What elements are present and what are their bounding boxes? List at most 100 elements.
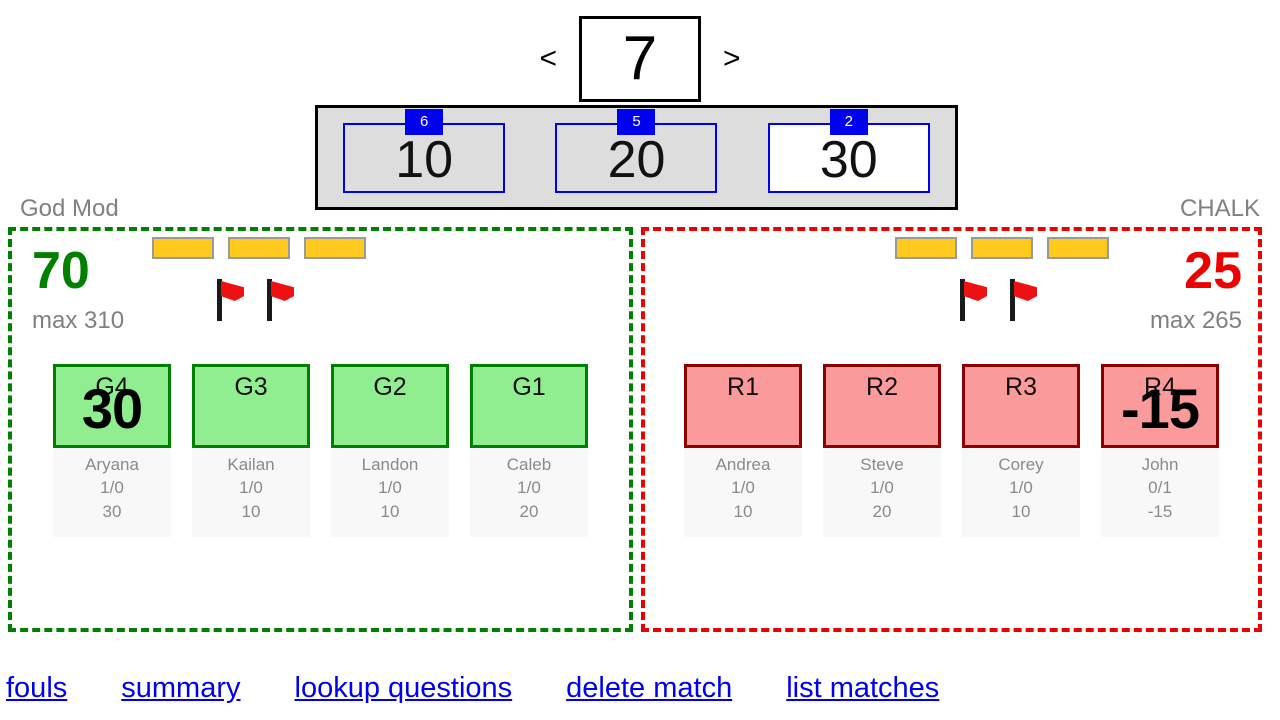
player-record: 1/0 xyxy=(870,478,894,498)
player-info: Caleb 1/0 20 xyxy=(470,448,588,538)
team-max-right: max 265 xyxy=(1149,307,1242,334)
player-name: Caleb xyxy=(506,455,552,474)
value-option-count-badge: 6 xyxy=(405,108,444,135)
player-slot-label: G4 xyxy=(95,373,129,401)
red-flag-icon xyxy=(264,279,296,321)
link-list-matches[interactable]: list matches xyxy=(786,672,940,704)
link-summary[interactable]: summary xyxy=(121,672,241,704)
player-points: 20 xyxy=(872,501,892,521)
player-slot-label: G1 xyxy=(512,373,546,401)
round-number-box[interactable]: 7 xyxy=(579,16,701,102)
penalty-markers-right xyxy=(895,237,1155,337)
red-flags-right xyxy=(957,279,1155,321)
player-points: 10 xyxy=(380,501,400,521)
yellow-card-icon xyxy=(1047,237,1109,259)
player-record: 1/0 xyxy=(1009,478,1033,498)
player-slot-label: R3 xyxy=(1005,373,1037,401)
player-info: Corey 1/0 10 xyxy=(962,448,1080,538)
value-option-label: 30 xyxy=(819,130,878,189)
player-slot-label: R4 xyxy=(1144,373,1176,401)
player-slot-button-R4[interactable]: R4-15 xyxy=(1101,364,1219,448)
player-slot-button-R3[interactable]: R3 xyxy=(962,364,1080,448)
player-record: 1/0 xyxy=(517,478,541,498)
player-slot-label: R2 xyxy=(866,373,898,401)
player-record: 1/0 xyxy=(100,478,124,498)
next-round-button[interactable]: > xyxy=(723,42,741,75)
player-name: Corey xyxy=(998,455,1044,474)
yellow-card-icon xyxy=(971,237,1033,259)
red-flag-icon xyxy=(1007,279,1039,321)
player-slot-button-G2[interactable]: G2 xyxy=(331,364,449,448)
player-points: 30 xyxy=(102,501,122,521)
yellow-card-icon xyxy=(895,237,957,259)
player-name: Kailan xyxy=(227,455,275,474)
red-flag-icon xyxy=(214,279,246,321)
bottom-links: fouls summary lookup questions delete match… xyxy=(0,672,1280,705)
value-option-count-badge: 2 xyxy=(829,108,868,135)
player-slot-button-G3[interactable]: G3 xyxy=(192,364,310,448)
team-name-right: CHALK xyxy=(1179,195,1260,222)
player-name: Landon xyxy=(361,455,419,474)
previous-round-button[interactable]: < xyxy=(539,42,557,75)
player-slot-label: R1 xyxy=(727,373,759,401)
player-overlay-score: 30 xyxy=(81,377,143,440)
team-name-left: God Mod xyxy=(20,195,119,222)
player-slot-label: G2 xyxy=(373,373,407,401)
value-option-label: 20 xyxy=(607,130,666,189)
player-info: Aryana 1/0 30 xyxy=(53,448,171,538)
player-slot-button-R1[interactable]: R1 xyxy=(684,364,802,448)
round-number: 7 xyxy=(622,24,658,93)
link-fouls[interactable]: fouls xyxy=(6,672,68,704)
team-score-right: 25 xyxy=(1184,242,1242,300)
player-name: Steve xyxy=(860,455,904,474)
player-points: 10 xyxy=(241,501,261,521)
player-slot-label: G3 xyxy=(234,373,268,401)
link-delete-match[interactable]: delete match xyxy=(566,672,733,704)
player-record: 1/0 xyxy=(378,478,402,498)
yellow-card-icon xyxy=(228,237,290,259)
team-max-left: max 310 xyxy=(32,307,125,334)
player-name: John xyxy=(1141,455,1179,474)
penalty-markers-left xyxy=(152,237,412,337)
team-score-left: 70 xyxy=(32,242,90,300)
player-overlay-score: -15 xyxy=(1121,377,1200,440)
player-points: 10 xyxy=(733,501,753,521)
link-lookup-questions[interactable]: lookup questions xyxy=(294,672,513,704)
player-points: 10 xyxy=(1011,501,1031,521)
round-stepper: < 7 > xyxy=(0,14,1280,104)
player-record: 0/1 xyxy=(1148,478,1172,498)
yellow-cards-right xyxy=(895,237,1155,259)
red-flag-icon xyxy=(957,279,989,321)
value-option-label: 10 xyxy=(395,130,454,189)
player-points: 20 xyxy=(519,501,539,521)
yellow-cards-left xyxy=(152,237,412,259)
player-slot-button-G1[interactable]: G1 xyxy=(470,364,588,448)
player-record: 1/0 xyxy=(731,478,755,498)
player-info: Steve 1/0 20 xyxy=(823,448,941,538)
value-option-count-badge: 5 xyxy=(617,108,656,135)
player-record: 1/0 xyxy=(239,478,263,498)
player-name: Andrea xyxy=(715,455,771,474)
player-name: Aryana xyxy=(85,455,139,474)
player-slot-button-R2[interactable]: R2 xyxy=(823,364,941,448)
yellow-card-icon xyxy=(304,237,366,259)
red-flags-left xyxy=(214,279,412,321)
